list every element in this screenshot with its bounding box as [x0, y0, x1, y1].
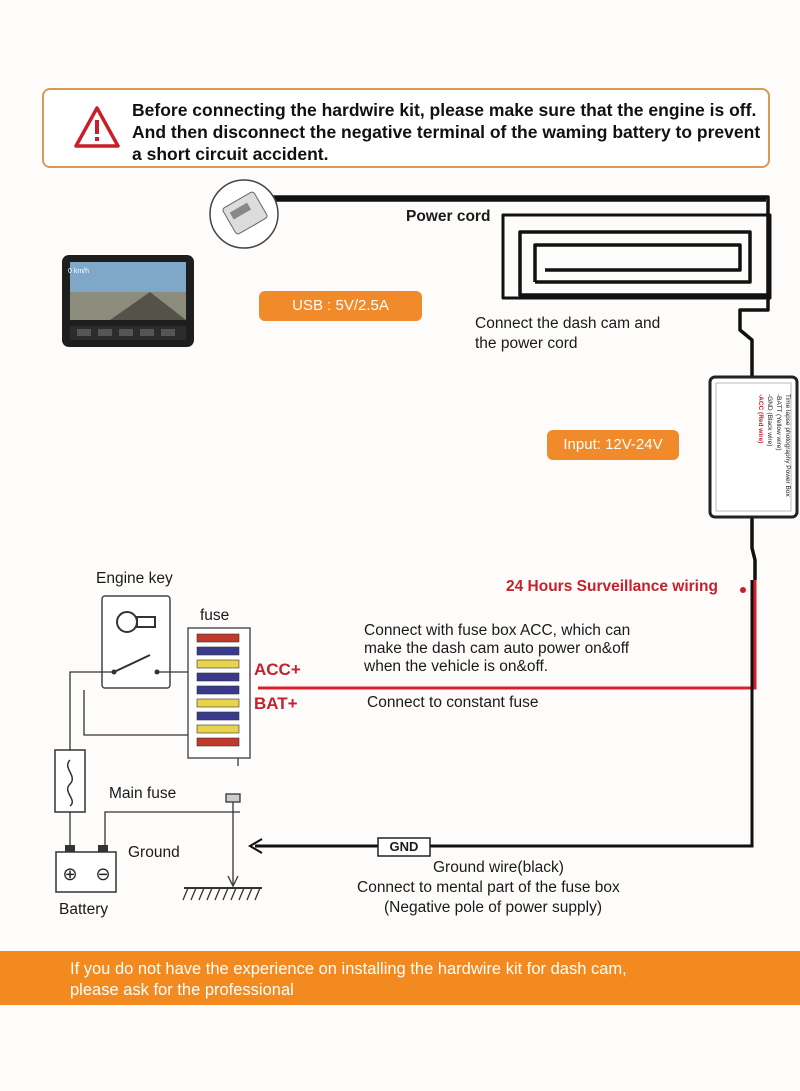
- usb-connector: [209, 179, 279, 249]
- surveillance-label: 24 Hours Surveillance wiring: [506, 578, 718, 595]
- connect-dash-label-1: Connect the dash cam and: [475, 315, 661, 332]
- connect-dash-label-2: the power cord: [475, 335, 578, 352]
- power-cord-label: Power cord: [406, 208, 491, 225]
- professional-banner: If you do not have the experience on ins…: [0, 951, 800, 1005]
- dashcam-speed-readout: 0 km/h: [68, 268, 90, 275]
- gnd-label: GND: [389, 839, 419, 854]
- svg-text:⊕: ⊕: [62, 864, 77, 884]
- banner-line-1: If you do not have the experience on ins…: [70, 960, 627, 978]
- ground-wire-line-2: Connect to mental part of the fuse box: [357, 879, 620, 896]
- warning-line-3: a short circuit accident.: [132, 144, 329, 164]
- power-box-title: Time lapse photography Power Box: [784, 394, 791, 497]
- power-box-label: Time lapse photography Power Box -BATT (…: [718, 392, 794, 504]
- warning-text: Before connecting the hardwire kit, plea…: [132, 99, 772, 165]
- power-box-wire-3: -ACC (Red wire): [757, 394, 764, 444]
- red-acc-wire: [258, 580, 757, 690]
- power-box: [708, 375, 799, 519]
- main-fuse: [54, 749, 86, 813]
- banner-line-2: please ask for the professional: [70, 981, 294, 999]
- dash-cam-device: [62, 255, 194, 347]
- power-box-wire-2: -GND (Black wire): [766, 394, 773, 447]
- warning-box: Before connecting the hardwire kit, plea…: [42, 88, 770, 168]
- surveillance-dot: [740, 587, 746, 593]
- constant-fuse-label: Connect to constant fuse: [367, 694, 539, 711]
- fuse-box: [187, 627, 251, 766]
- ground-symbol: [182, 793, 262, 901]
- engine-key-switch: [101, 595, 171, 689]
- ground-wire-line-3: (Negative pole of power supply): [384, 899, 602, 916]
- bat-label: BAT+: [254, 694, 298, 713]
- ground-wire-line-1: Ground wire(black): [433, 859, 564, 876]
- battery-label: Battery: [59, 901, 109, 918]
- gnd-tag: [377, 837, 431, 857]
- fuse-box-acc-line-1: Connect with fuse box ACC, which can: [364, 622, 631, 639]
- main-fuse-label: Main fuse: [109, 785, 177, 802]
- svg-text:⊖: ⊖: [95, 864, 110, 884]
- fuse-label: fuse: [200, 607, 230, 624]
- power-cord-wire: [262, 195, 772, 580]
- battery-icon: ⊕ ⊖: [55, 845, 117, 893]
- warning-line-1: Before connecting the hardwire kit, plea…: [132, 100, 757, 120]
- acc-label: ACC+: [254, 660, 301, 679]
- warning-line-2: And then disconnect the negative termina…: [132, 122, 761, 142]
- usb-spec-pill: USB : 5V/2.5A: [259, 291, 422, 321]
- power-box-wire-1: -BATT (Yellow wire): [775, 394, 782, 451]
- ground-label: Ground: [128, 844, 180, 861]
- warning-triangle-icon: [74, 106, 120, 148]
- black-ground-wire: [248, 580, 754, 854]
- fuse-box-acc-line-3: when the vehicle is on&off.: [364, 658, 549, 675]
- fuse-box-acc-line-2: make the dash cam auto power on&off: [364, 640, 630, 657]
- circuit-lines: [69, 671, 240, 845]
- input-voltage-pill: Input: 12V-24V: [547, 430, 679, 460]
- engine-key-label: Engine key: [96, 570, 173, 587]
